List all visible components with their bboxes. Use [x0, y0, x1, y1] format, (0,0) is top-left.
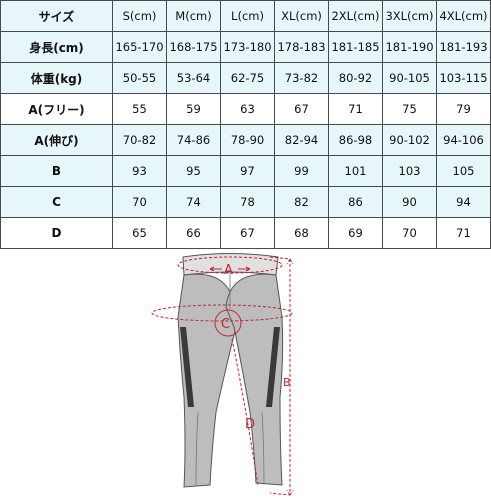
table-cell: 67	[274, 93, 329, 125]
pants-measurement-diagram: A C D B	[150, 247, 330, 499]
waist-measure-ellipse	[177, 256, 283, 274]
header-cell-2xl: 2XL(cm)	[328, 0, 383, 32]
row-label: A(フリー)	[0, 93, 113, 125]
pants-left-panel	[180, 327, 194, 407]
table-cell: 82	[274, 186, 329, 218]
table-cell: 66	[166, 217, 221, 249]
table-cell: 67	[220, 217, 275, 249]
table-cell: 55	[112, 93, 167, 125]
table-cell: 94	[436, 186, 491, 218]
table-cell: 90-102	[382, 124, 437, 156]
table-row-b: B 93 95 97 99 101 103 105	[0, 155, 491, 187]
table-cell: 53-64	[166, 62, 221, 94]
table-cell: 103-115	[436, 62, 491, 94]
table-cell: 181-185	[328, 31, 383, 63]
crotch-marker	[214, 309, 242, 337]
label-b: B	[283, 376, 291, 389]
table-cell: 69	[328, 217, 383, 249]
table-cell: 70	[112, 186, 167, 218]
table-cell: 86	[328, 186, 383, 218]
table-cell: 74	[166, 186, 221, 218]
label-c: C	[221, 317, 230, 332]
row-label: A(伸び)	[0, 124, 113, 156]
table-cell: 94-106	[436, 124, 491, 156]
table-cell: 181-190	[382, 31, 437, 63]
table-cell: 86-98	[328, 124, 383, 156]
thigh-measure-ellipse	[151, 304, 293, 322]
table-cell: 178-183	[274, 31, 329, 63]
inseam-measure-line	[231, 338, 259, 486]
table-cell: 75	[382, 93, 437, 125]
row-label: C	[0, 186, 113, 218]
pants-seam	[195, 273, 265, 486]
table-cell: 71	[436, 217, 491, 249]
table-cell: 70-82	[112, 124, 167, 156]
table-cell: 90-105	[382, 62, 437, 94]
table-cell: 80-92	[328, 62, 383, 94]
table-cell: 74-86	[166, 124, 221, 156]
table-cell: 70	[382, 217, 437, 249]
table-cell: 78-90	[220, 124, 275, 156]
table-cell: 50-55	[112, 62, 167, 94]
table-cell: 168-175	[166, 31, 221, 63]
table-cell: 165-170	[112, 31, 167, 63]
table-row-a-free: A(フリー) 55 59 63 67 71 75 79	[0, 93, 491, 125]
table-cell: 68	[274, 217, 329, 249]
table-row-height: 身長(cm) 165-170 168-175 173-180 178-183 1…	[0, 31, 491, 63]
table-cell: 181-193	[436, 31, 491, 63]
table-cell: 173-180	[220, 31, 275, 63]
table-cell: 65	[112, 217, 167, 249]
header-cell-xl: XL(cm)	[274, 0, 329, 32]
label-d: D	[245, 417, 255, 432]
row-label: D	[0, 217, 113, 249]
table-cell: 63	[220, 93, 275, 125]
header-cell-4xl: 4XL(cm)	[436, 0, 491, 32]
table-cell: 73-82	[274, 62, 329, 94]
table-cell: 97	[220, 155, 275, 187]
header-cell-s: S(cm)	[112, 0, 167, 32]
header-cell-l: L(cm)	[220, 0, 275, 32]
table-cell: 105	[436, 155, 491, 187]
table-cell: 95	[166, 155, 221, 187]
table-cell: 79	[436, 93, 491, 125]
table-header-row: サイズ S(cm) M(cm) L(cm) XL(cm) 2XL(cm) 3XL…	[0, 0, 491, 32]
header-cell-m: M(cm)	[166, 0, 221, 32]
header-cell-3xl: 3XL(cm)	[382, 0, 437, 32]
table-row-c: C 70 74 78 82 86 90 94	[0, 186, 491, 218]
table-cell: 59	[166, 93, 221, 125]
table-row-weight: 体重(kg) 50-55 53-64 62-75 73-82 80-92 90-…	[0, 62, 491, 94]
header-cell-size: サイズ	[0, 0, 113, 32]
size-table: サイズ S(cm) M(cm) L(cm) XL(cm) 2XL(cm) 3XL…	[0, 0, 491, 249]
row-label: 体重(kg)	[0, 62, 113, 94]
table-cell: 93	[112, 155, 167, 187]
outseam-measure-line	[269, 256, 294, 496]
table-cell: 90	[382, 186, 437, 218]
table-cell: 99	[274, 155, 329, 187]
table-cell: 71	[328, 93, 383, 125]
row-label: 身長(cm)	[0, 31, 113, 63]
row-label: B	[0, 155, 113, 187]
table-cell: 103	[382, 155, 437, 187]
table-row-a-stretch: A(伸び) 70-82 74-86 78-90 82-94 86-98 90-1…	[0, 124, 491, 156]
table-cell: 101	[328, 155, 383, 187]
table-cell: 82-94	[274, 124, 329, 156]
pants-diagram-svg: A C D B	[151, 253, 294, 496]
table-cell: 78	[220, 186, 275, 218]
table-row-d: D 65 66 67 68 69 70 71	[0, 217, 491, 249]
table-cell: 62-75	[220, 62, 275, 94]
waist-measure-arrows	[209, 266, 251, 272]
label-a: A	[224, 263, 233, 278]
pants-right-panel	[266, 327, 280, 407]
